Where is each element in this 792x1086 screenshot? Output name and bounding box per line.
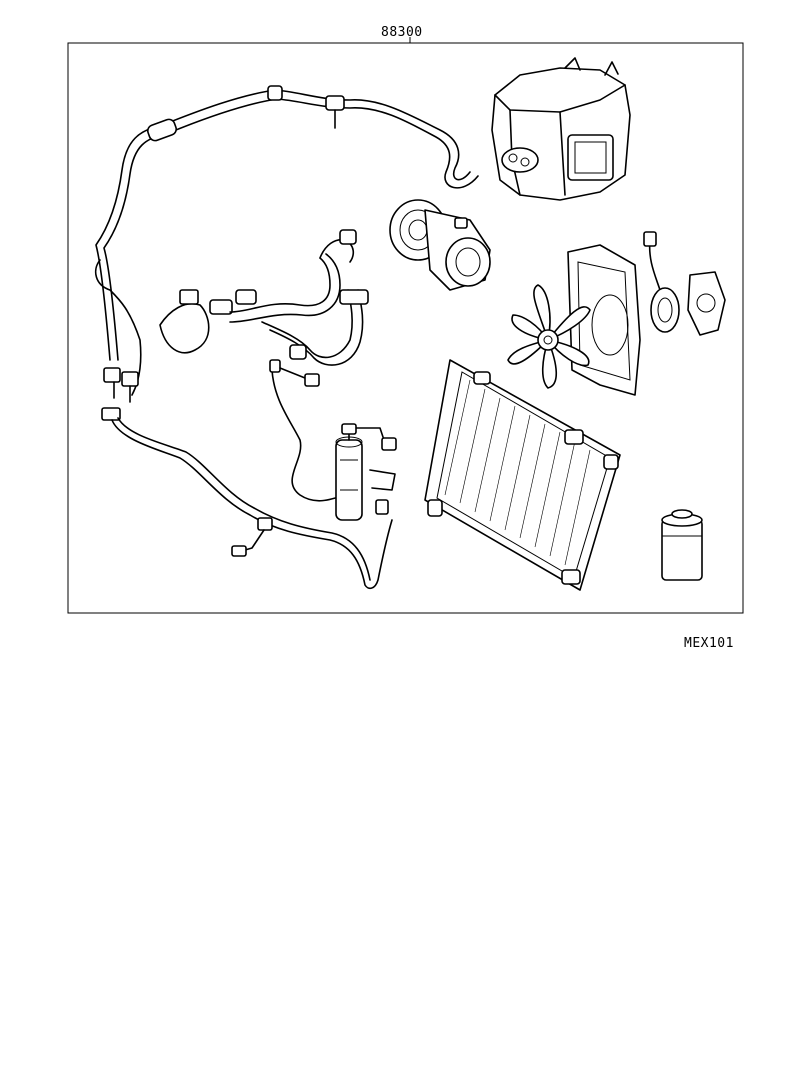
part-callout-number: 88300 — [381, 25, 423, 40]
discharge-hose-icon — [159, 229, 369, 366]
evaporator-unit-icon — [491, 57, 631, 201]
diagram-frame — [67, 42, 744, 614]
compressor-icon — [389, 199, 491, 291]
fan-motor-icon — [643, 231, 726, 336]
liquid-pipe-icon — [101, 359, 393, 590]
suction-pipe-icon — [94, 85, 479, 403]
receiver-dryer-icon — [335, 423, 397, 521]
figure-code: MEX101 — [684, 636, 734, 651]
condenser-icon — [424, 359, 621, 591]
refrigerant-can-icon — [661, 509, 703, 581]
cooling-fan-icon — [507, 244, 641, 396]
